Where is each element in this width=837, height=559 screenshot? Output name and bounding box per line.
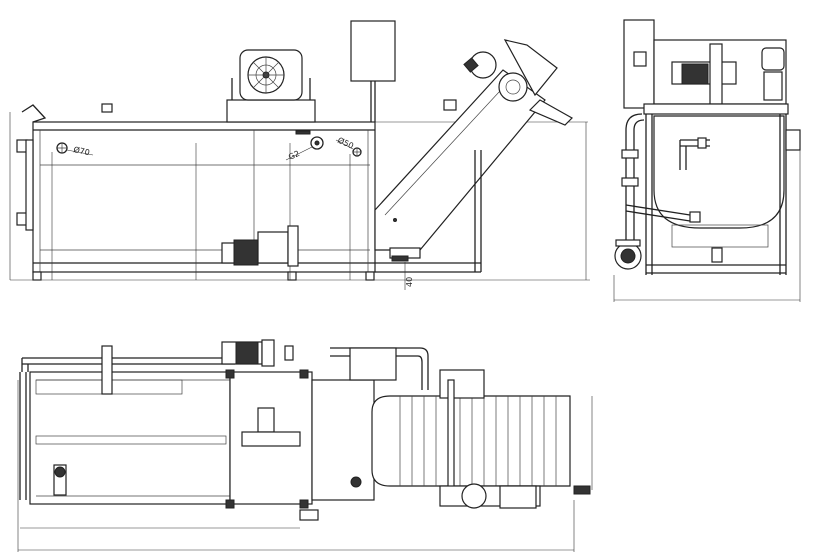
gear-motor [498,72,528,102]
top-blower [257,407,275,433]
hole-diameter-left-label: Ø70 [73,144,91,157]
end-view [613,19,801,302]
thread-port [310,136,324,150]
top-control-box [349,347,397,381]
end-tank [653,115,785,229]
top-conveyor [371,395,571,487]
conveyor [374,69,546,251]
height-dimension-label: 40 [405,277,414,287]
conveyor-head [503,39,558,97]
side-view: Ø70 G2 Ø50 [9,20,590,290]
top-view [17,339,593,552]
top-gear-motor [461,483,487,509]
control-box [350,20,396,82]
tank-body [32,121,376,273]
thread-size-label: G2 [287,149,301,162]
